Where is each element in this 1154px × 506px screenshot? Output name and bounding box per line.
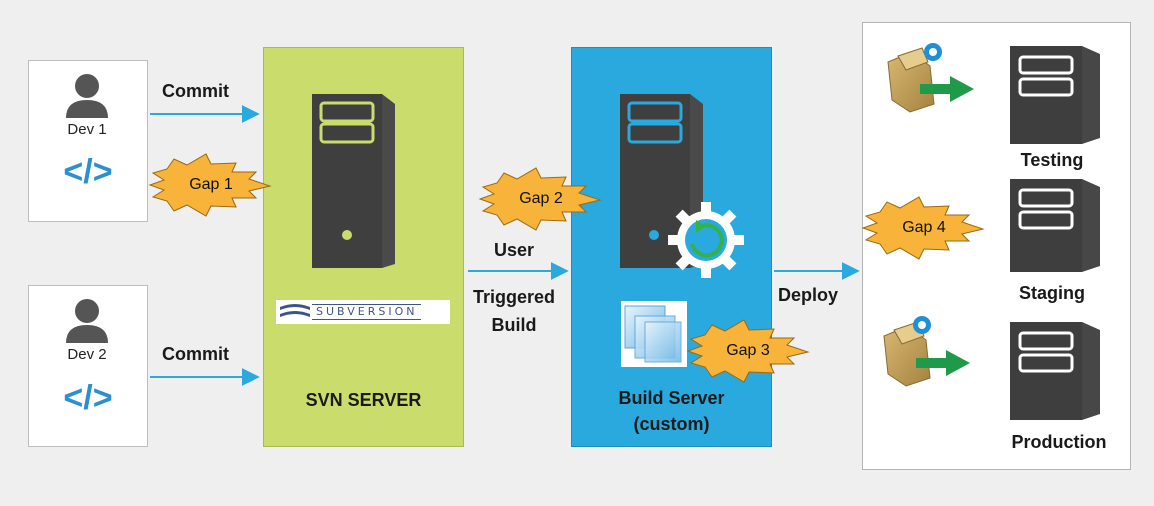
gap-burst-3 [686,319,810,383]
production-server-icon [1010,322,1100,420]
deploy-label: Deploy [778,285,839,305]
gap-burst-2 [478,167,602,231]
testing-server-icon [1010,46,1100,144]
code-icon: </> [63,379,113,417]
gap-burst-1 [148,153,272,217]
gear-refresh-icon [668,202,744,278]
code-icon: </> [63,153,113,191]
build-server-subtitle: (custom) [633,414,710,434]
trigger-label-build: Build [491,315,537,335]
package-deploy-icon [883,316,970,387]
dev1-label: Dev 1 [67,121,107,138]
env-staging-label: Staging [1019,283,1085,303]
svn-server-icon [312,94,395,268]
svn-server-title: SVN SERVER [305,390,422,410]
gap-2-label: Gap 2 [519,190,563,207]
gap-1-label: Gap 1 [189,176,233,193]
subversion-logo-text: SUBVERSION [312,304,422,320]
gap-3-label: Gap 3 [726,342,770,359]
gap-4-label: Gap 4 [902,219,946,236]
subversion-logo-mark [280,304,310,317]
commit-label-1: Commit [162,81,229,101]
env-testing-label: Testing [1020,150,1084,170]
staging-server-icon [1010,179,1100,272]
person-icon [66,74,108,118]
build-server-title: Build Server [618,388,725,408]
vm-icon [621,301,687,367]
dev2-label: Dev 2 [67,346,107,363]
env-production-label: Production [1011,432,1107,452]
trigger-label-user: User [493,240,535,260]
subversion-logo: SUBVERSION [276,300,450,324]
package-deploy-icon [887,43,974,113]
gap-burst-4 [861,196,985,260]
commit-label-2: Commit [162,344,229,364]
trigger-label-triggered: Triggered [472,287,556,307]
person-icon [66,299,108,343]
